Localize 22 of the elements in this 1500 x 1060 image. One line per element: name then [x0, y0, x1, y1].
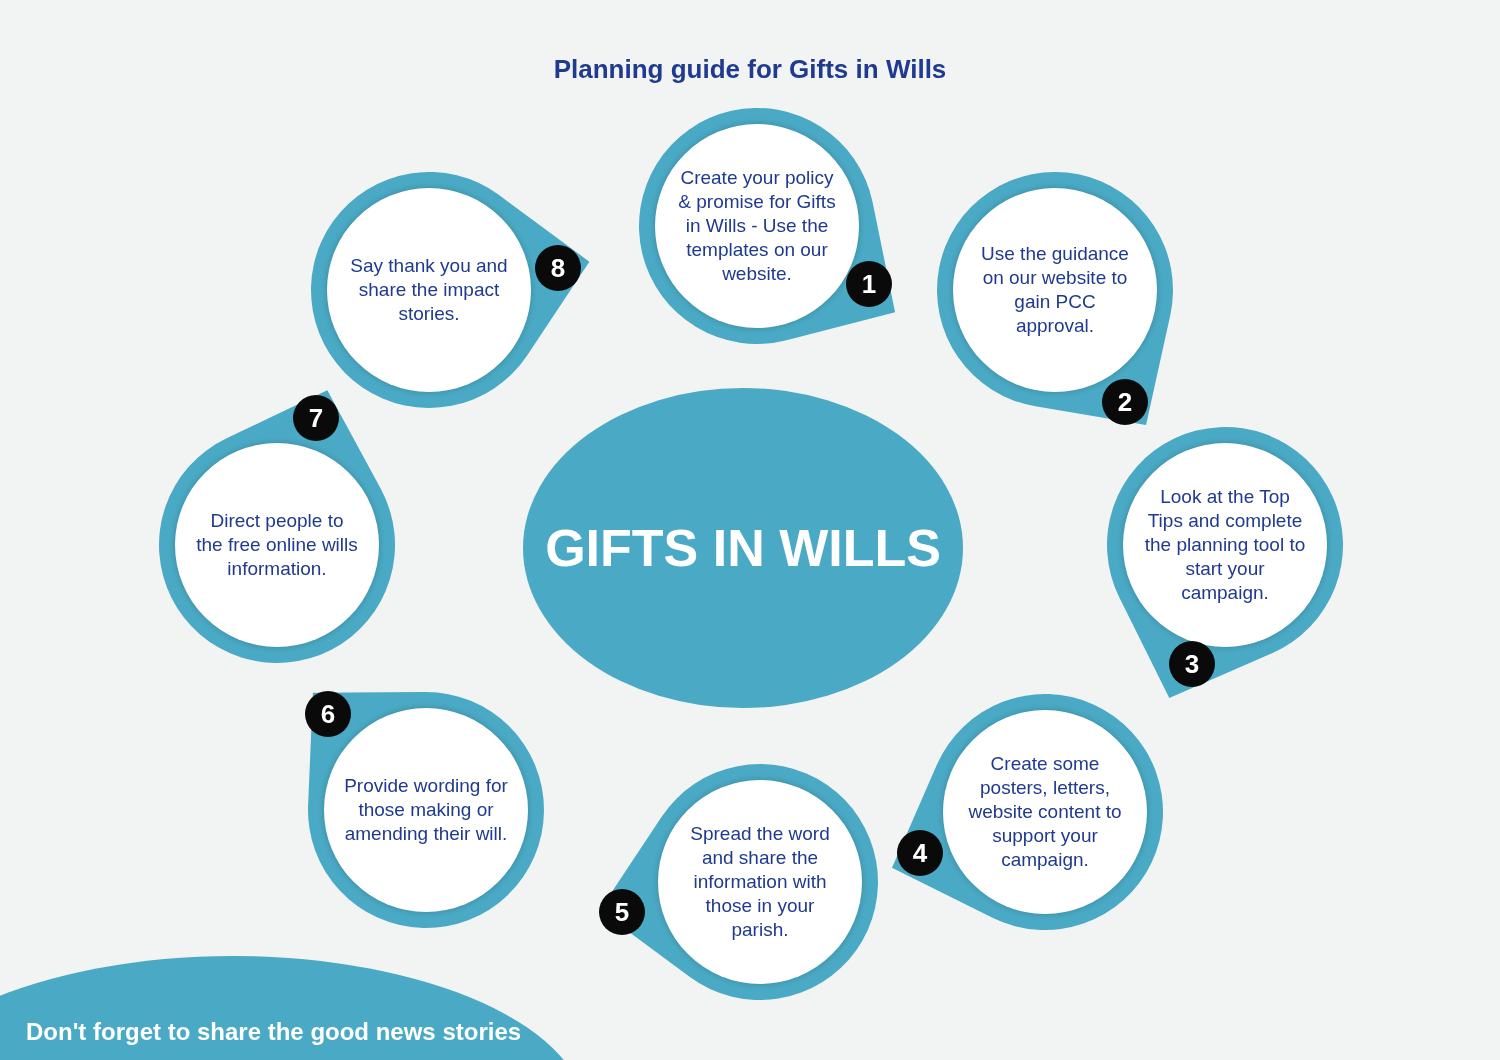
step-text: Say thank you and share the impact stories. [349, 254, 509, 326]
footer-note: Don't forget to share the good news stories [26, 1017, 522, 1047]
step-bubble [891, 694, 1163, 930]
step-text: Look at the Top Tips and complete the planning tool to start your campaign. [1143, 485, 1307, 605]
title: Planning guide for Gifts in Wills [553, 53, 947, 86]
step-number-badge: 7 [293, 395, 339, 441]
step-text: Use the guidance on our website to gain PCC approval. [980, 242, 1130, 338]
step-number-badge: 5 [599, 889, 645, 935]
step-bubble [305, 691, 544, 928]
step-text: Create your policy & promise for Gifts in Wills - Use the templates on our website. [677, 166, 837, 286]
step-text: Provide wording for those making or amending their will. [344, 774, 508, 846]
step-bubble [1107, 427, 1343, 699]
step-number-badge: 6 [305, 691, 351, 737]
step-bubble [311, 172, 590, 408]
step-text: Create some posters, letters, website content to support your campaign. [967, 752, 1123, 872]
step-bubble [937, 172, 1173, 426]
step-text: Spread the word and share the information with those in your parish. [689, 822, 831, 942]
step-bubble [639, 108, 896, 344]
center-title: GIFTS IN WILLS [545, 518, 941, 579]
step-bubble [599, 764, 878, 1000]
step-text: Direct people to the free online wills information. [195, 509, 359, 581]
step-bubble [159, 390, 395, 663]
